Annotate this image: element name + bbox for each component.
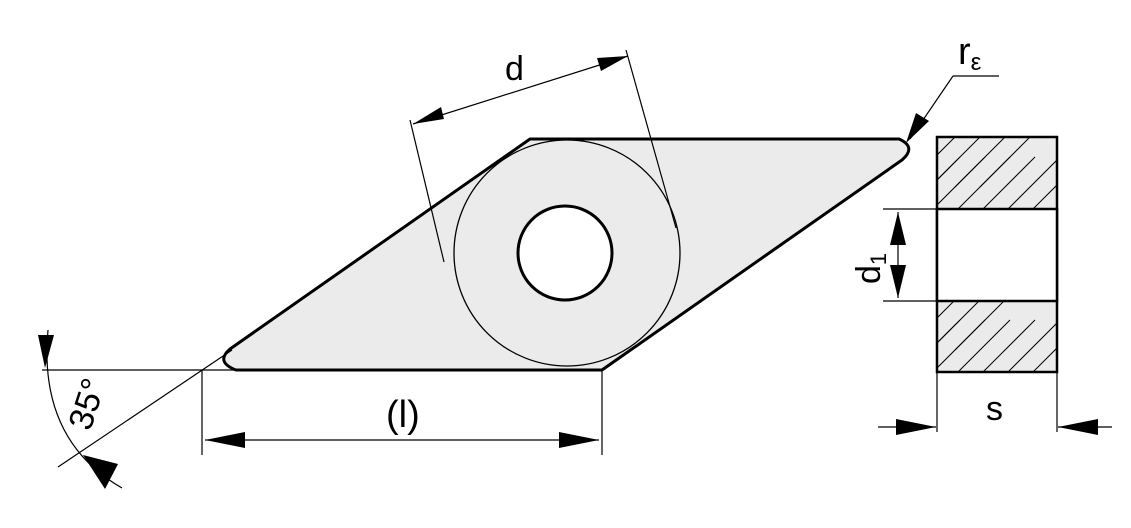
s-arrow-left (896, 419, 936, 435)
angle-arrow-bottom (83, 455, 118, 489)
d-arrow-right (597, 56, 628, 71)
s-label: s (986, 390, 1003, 428)
angle-slant-line (57, 349, 233, 468)
d-dimension-line (412, 55, 629, 125)
l-arrow-right (559, 432, 599, 448)
r-epsilon-label: rε (958, 31, 982, 76)
hatch-bottom (937, 301, 1057, 372)
angle-label: 35° (61, 374, 113, 435)
d1-arrow-bottom (890, 265, 906, 298)
angle-arrow-top (38, 335, 54, 368)
d-arrow-left (413, 107, 444, 124)
l-label: (l) (386, 394, 420, 436)
d-label: d (505, 50, 524, 88)
l-arrow-left (205, 432, 245, 448)
d-extension-right (625, 49, 677, 229)
s-arrow-right (1058, 419, 1098, 435)
d1-label: d1 (850, 253, 891, 284)
hatch-top (937, 137, 1057, 209)
d1-arrow-top (890, 212, 906, 245)
side-view-bore (935, 207, 1059, 303)
d-extension-left (409, 119, 445, 263)
center-hole (516, 204, 614, 302)
r-arrow (906, 113, 929, 143)
